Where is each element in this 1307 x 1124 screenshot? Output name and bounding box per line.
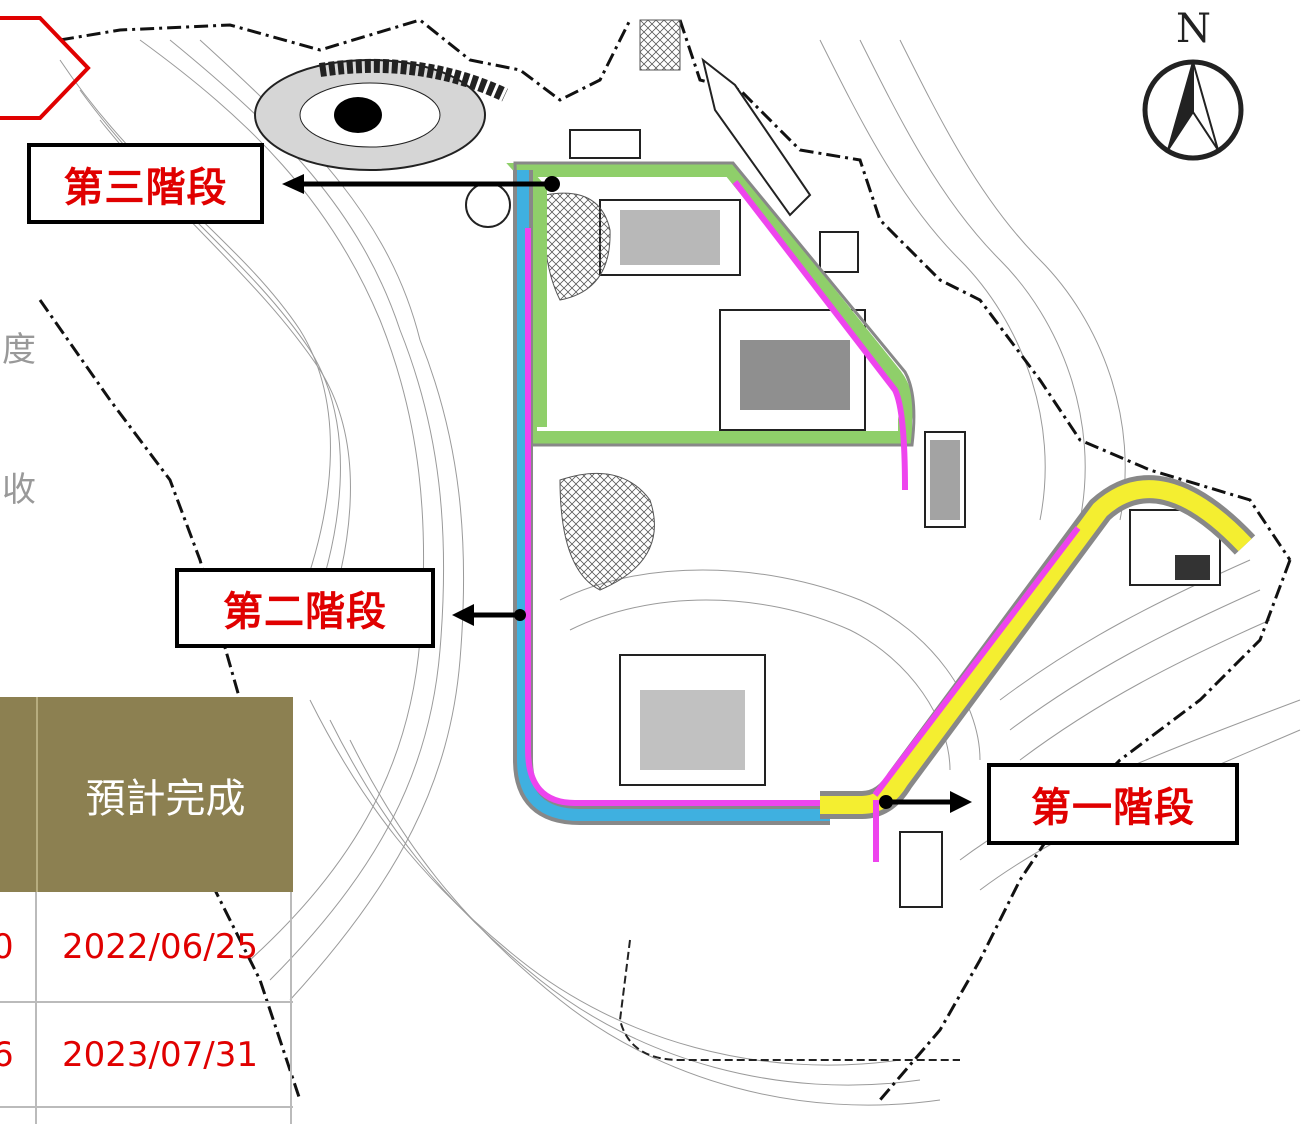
phase3-label-box: 第三階段	[27, 143, 264, 224]
side-char-1: 度	[2, 330, 36, 370]
table-cell-completion: 2022/06/25	[62, 927, 258, 967]
north-arrow-icon	[1142, 59, 1244, 161]
round-building	[465, 182, 511, 228]
inner-road	[618, 939, 960, 1061]
arrows	[282, 174, 972, 813]
phase2-label-box: 第二階段	[175, 568, 435, 648]
stadium	[254, 58, 508, 171]
header-expected-completion: 預計完成	[85, 775, 246, 822]
header-divider	[36, 697, 38, 892]
north-label: N	[1176, 6, 1211, 52]
building-details	[620, 210, 1210, 770]
vegetation-patches	[543, 19, 681, 591]
phase1-route	[820, 475, 1256, 862]
schedule-table: 預計完成 0 2022/06/25 6 2023/07/31	[0, 697, 293, 1124]
table-cell-completion: 2023/07/31	[62, 1035, 258, 1075]
table-header: 預計完成	[0, 697, 293, 892]
schedule-table-grid	[0, 892, 293, 1124]
table-cell-left-partial: 0	[0, 927, 14, 967]
green-area-outline	[513, 161, 916, 447]
callout-arrow-shape	[0, 16, 91, 120]
phase3-label: 第三階段	[63, 164, 228, 211]
phase2-label: 第二階段	[223, 589, 387, 635]
side-char-2: 收	[2, 470, 36, 510]
phase2-route	[513, 170, 830, 825]
table-cell-left-partial: 6	[0, 1035, 14, 1075]
phase3-route	[732, 180, 908, 491]
phase1-label-box: 第一階段	[987, 763, 1239, 845]
phase1-label: 第一階段	[1031, 785, 1195, 831]
